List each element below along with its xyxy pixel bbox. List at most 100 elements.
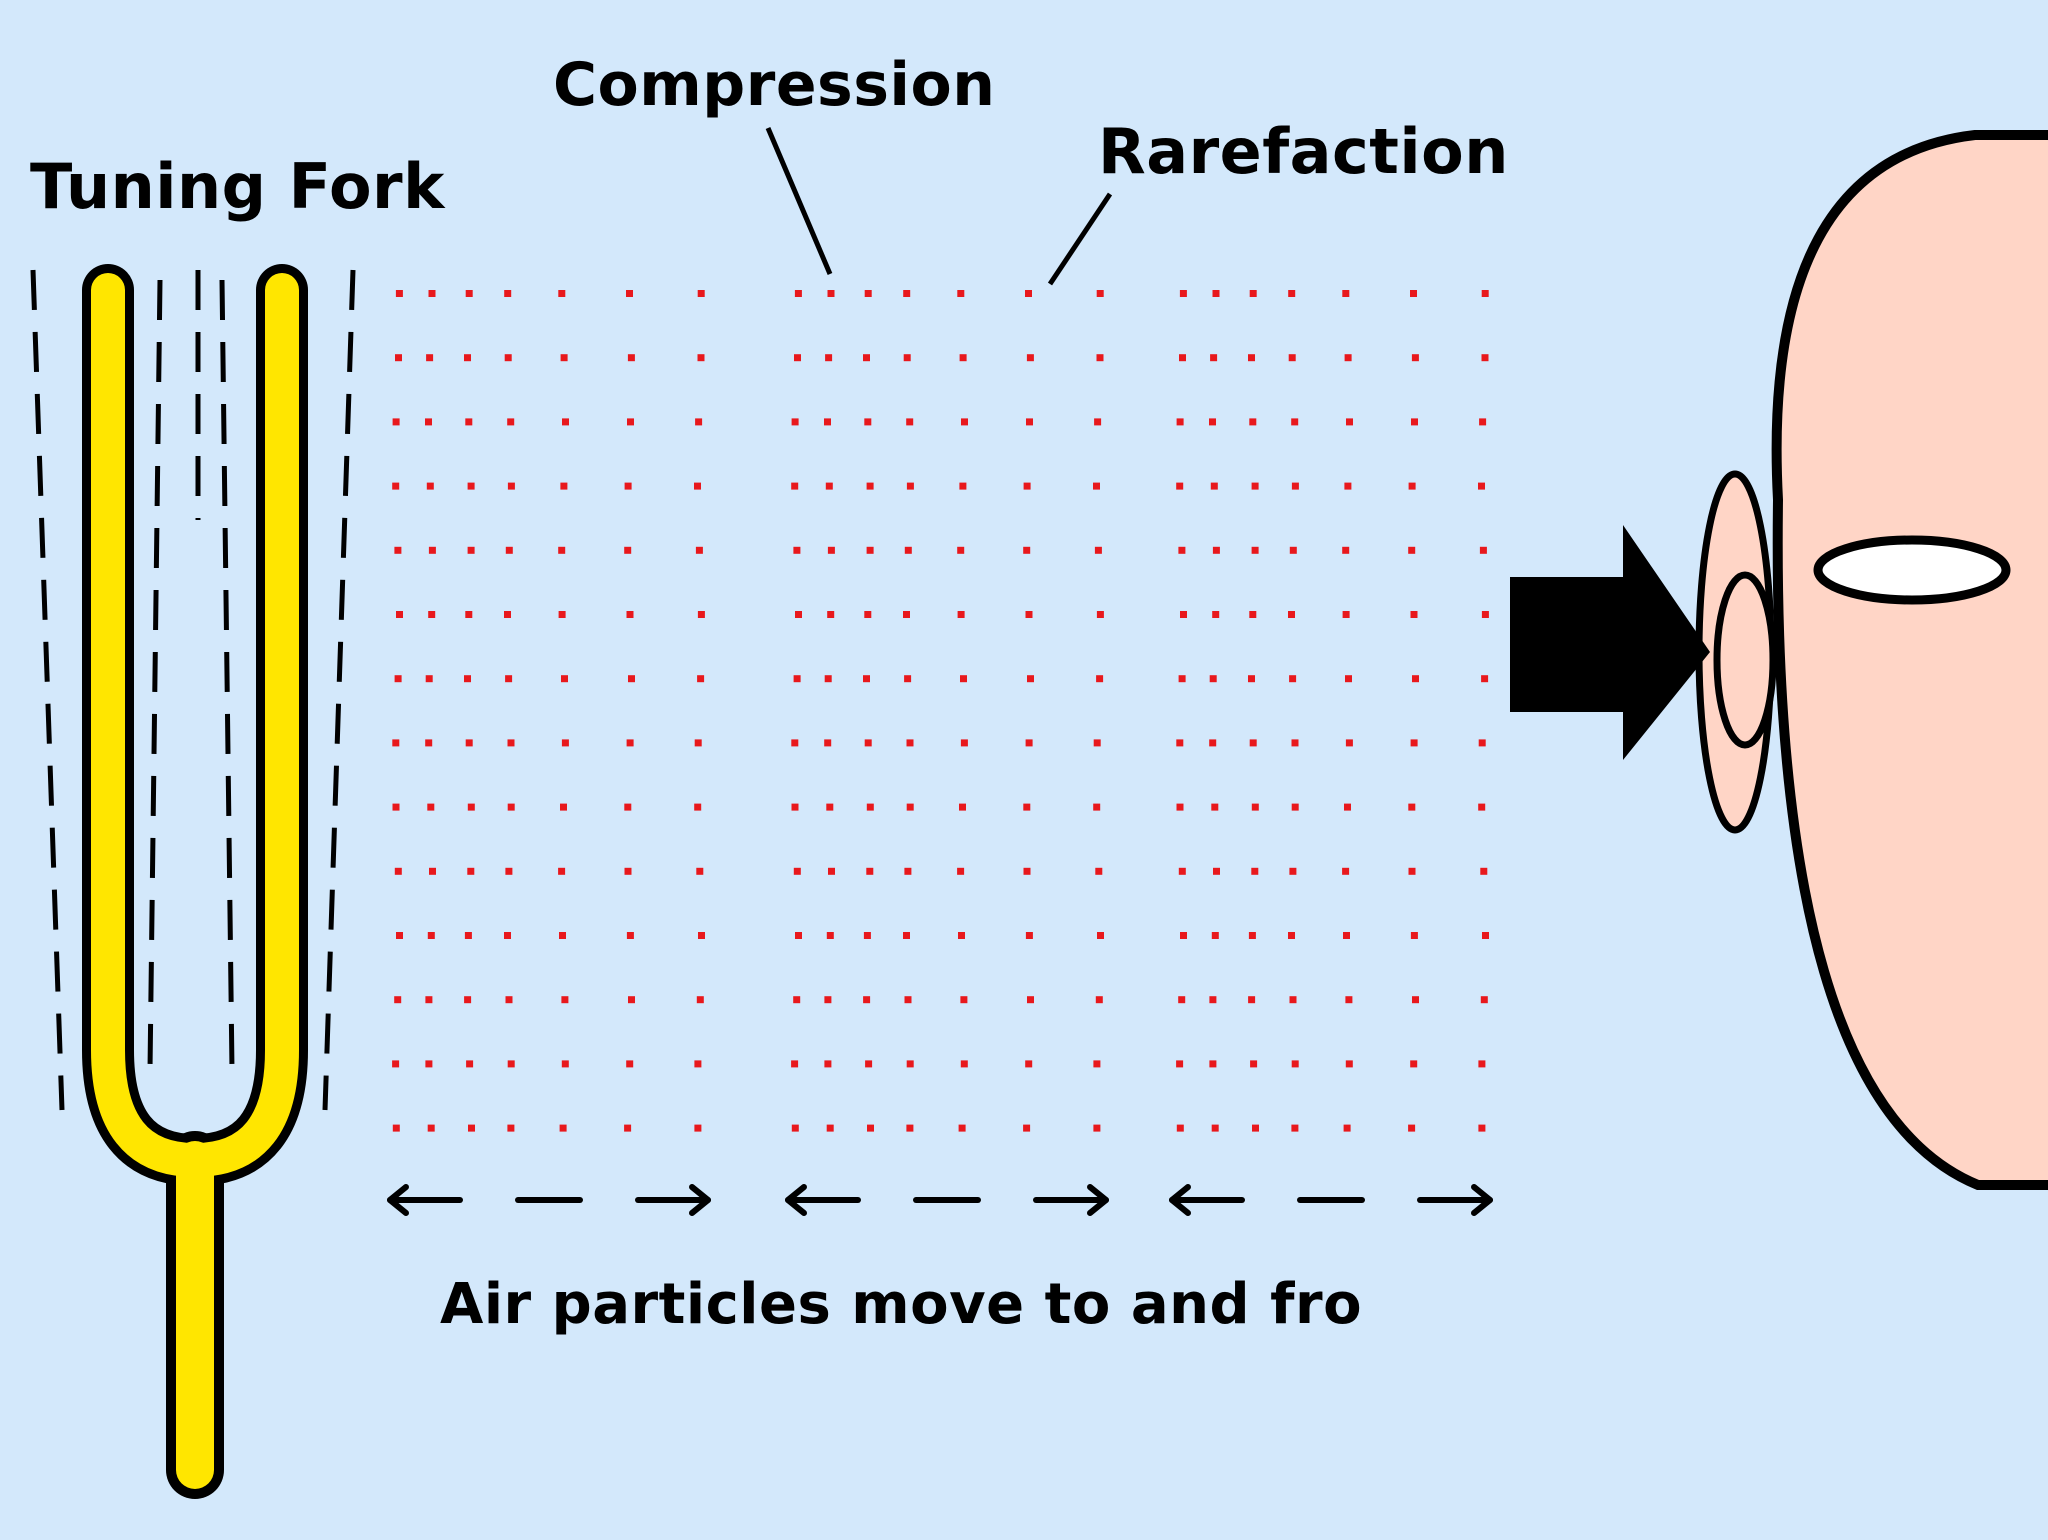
air-particle bbox=[1291, 1060, 1299, 1068]
air-particle bbox=[863, 932, 871, 939]
air-particle bbox=[1250, 1060, 1258, 1068]
air-particle bbox=[1176, 803, 1184, 811]
air-particle bbox=[428, 611, 436, 618]
air-particle bbox=[1288, 932, 1295, 939]
air-particle bbox=[1176, 418, 1184, 426]
air-particle bbox=[426, 354, 434, 362]
air-particle bbox=[1212, 290, 1220, 297]
air-particle bbox=[1344, 482, 1352, 490]
air-particle bbox=[1023, 482, 1031, 490]
air-particle bbox=[626, 1060, 634, 1068]
air-particle bbox=[1026, 354, 1034, 362]
air-particle bbox=[827, 290, 835, 297]
air-particle bbox=[698, 932, 705, 939]
air-particle bbox=[793, 675, 801, 683]
air-particle bbox=[558, 546, 566, 554]
air-particle bbox=[1023, 803, 1031, 811]
air-particle bbox=[426, 482, 434, 490]
air-particle bbox=[1180, 611, 1187, 618]
air-particle bbox=[1249, 739, 1257, 747]
tuning-fork-icon bbox=[82, 264, 308, 1499]
air-particle bbox=[1094, 546, 1102, 554]
air-particle bbox=[1096, 290, 1104, 297]
air-particle bbox=[1410, 611, 1418, 618]
air-particle bbox=[465, 290, 473, 297]
air-particle bbox=[1209, 418, 1216, 426]
air-particle bbox=[1179, 354, 1186, 362]
air-particle bbox=[825, 354, 833, 362]
air-particle bbox=[1408, 867, 1416, 875]
head-icon bbox=[1771, 130, 2048, 1190]
air-particle bbox=[1291, 739, 1299, 747]
air-particle bbox=[1251, 803, 1259, 811]
air-particle bbox=[1410, 739, 1418, 747]
air-particle bbox=[427, 803, 435, 811]
air-particle bbox=[624, 867, 632, 875]
air-particle bbox=[507, 1124, 515, 1132]
air-particle bbox=[425, 418, 432, 426]
air-particle bbox=[626, 611, 634, 618]
air-particle bbox=[1176, 1124, 1184, 1132]
air-particle bbox=[624, 546, 632, 554]
air-particle bbox=[1478, 482, 1485, 490]
air-particle bbox=[1251, 867, 1259, 875]
air-particle bbox=[1289, 546, 1297, 554]
air-particle bbox=[795, 932, 802, 939]
air-particle bbox=[1288, 290, 1296, 297]
air-particle bbox=[794, 354, 801, 362]
air-particle bbox=[863, 354, 870, 362]
air-particle bbox=[558, 611, 566, 618]
air-particle bbox=[1249, 418, 1257, 426]
air-particle bbox=[1096, 354, 1104, 362]
air-particle bbox=[507, 1060, 515, 1068]
air-particle bbox=[697, 675, 705, 683]
air-particle bbox=[906, 739, 914, 747]
air-particle bbox=[1479, 546, 1487, 554]
air-particle bbox=[1344, 803, 1351, 811]
air-particle bbox=[697, 611, 705, 618]
air-particle bbox=[1176, 1060, 1184, 1068]
air-particle bbox=[1478, 739, 1486, 747]
air-particle bbox=[960, 996, 968, 1004]
air-particle bbox=[1178, 867, 1186, 875]
air-particle bbox=[504, 611, 511, 618]
air-particle bbox=[1411, 418, 1418, 426]
air-particle bbox=[395, 290, 403, 297]
air-particle bbox=[467, 546, 475, 554]
air-particle bbox=[1345, 739, 1353, 747]
air-particle bbox=[560, 354, 568, 362]
air-particle bbox=[467, 867, 475, 875]
air-particle bbox=[1093, 803, 1101, 811]
air-particle bbox=[697, 290, 705, 297]
air-particle bbox=[825, 482, 833, 490]
eye-icon bbox=[1813, 535, 2011, 605]
air-particle bbox=[863, 996, 871, 1004]
air-particle bbox=[865, 1060, 873, 1068]
air-particle bbox=[696, 996, 704, 1004]
air-particle bbox=[864, 418, 872, 426]
air-particle bbox=[958, 932, 965, 939]
air-particle bbox=[696, 867, 704, 875]
air-particle bbox=[507, 482, 515, 490]
air-particle bbox=[504, 290, 512, 297]
air-particle bbox=[1025, 290, 1032, 297]
air-particle bbox=[1410, 932, 1418, 939]
air-particle bbox=[624, 482, 632, 490]
air-particle bbox=[827, 546, 835, 554]
air-particle bbox=[1210, 354, 1218, 362]
air-particle bbox=[392, 739, 400, 747]
air-particle bbox=[1344, 354, 1352, 362]
air-particle bbox=[392, 482, 400, 490]
air-particle bbox=[1342, 546, 1350, 554]
air-particle bbox=[559, 932, 566, 939]
air-particle bbox=[1343, 932, 1350, 939]
air-particle bbox=[561, 675, 568, 683]
air-particle bbox=[626, 290, 633, 297]
air-particle bbox=[866, 867, 874, 875]
air-particle bbox=[1410, 1060, 1418, 1068]
air-particle bbox=[1026, 418, 1033, 426]
air-particle bbox=[694, 1060, 702, 1068]
air-particle bbox=[561, 739, 569, 747]
